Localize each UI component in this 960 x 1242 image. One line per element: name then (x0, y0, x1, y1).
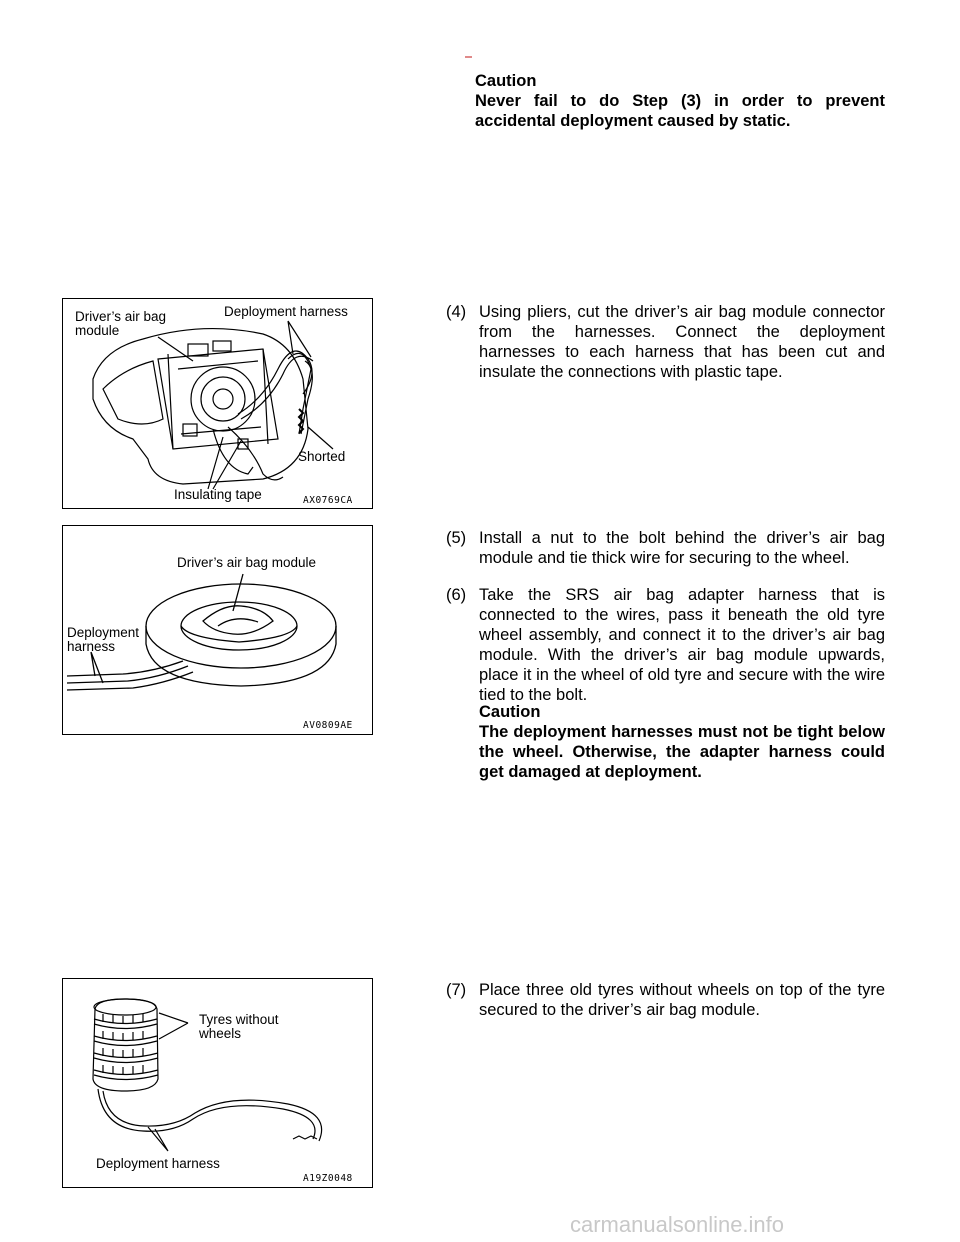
caution-title: Caution (479, 703, 541, 721)
label-drivers-airbag-module: Driver’s air bag module (75, 309, 167, 338)
step-number: (7) (446, 981, 467, 999)
label-drivers-airbag-module: Driver’s air bag module (177, 555, 317, 570)
step-7: (7) Place three old tyres without wheels… (446, 980, 885, 1020)
figure-airbag-module-harness: Driver’s air bag module Deployment harne… (62, 298, 373, 509)
tyre-illustration (66, 573, 337, 691)
figure-code: A19Z0048 (303, 1173, 353, 1184)
caution-block-1: Caution Never fail to do Step (3) in ord… (475, 71, 885, 131)
step-4: (4) Using pliers, cut the driver’s air b… (446, 302, 885, 382)
step-text: Using pliers, cut the driver’s air bag m… (479, 303, 885, 381)
step-text: Install a nut to the bolt behind the dri… (479, 529, 885, 567)
step-6: (6) Take the SRS air bag adapter harness… (446, 585, 885, 705)
figure-code: AX0769CA (303, 495, 353, 506)
caution-text: Never fail to do Step (3) in order to pr… (475, 92, 885, 130)
header-mark (465, 56, 472, 58)
caution-text: The deployment harnesses must not be tig… (479, 723, 885, 781)
airbag-module-illustration (92, 320, 334, 490)
label-tyres-without-wheels: Tyres without wheels (199, 1012, 279, 1041)
watermark-text[interactable]: carmanualsonline.info (570, 1212, 785, 1237)
label-deployment-harness: Deployment harness (96, 1156, 220, 1171)
step-5: (5) Install a nut to the bolt behind the… (446, 528, 885, 568)
caution-block-2: Caution The deployment harnesses must no… (479, 702, 885, 782)
label-shorted: Shorted (298, 449, 346, 464)
step-text: Place three old tyres without wheels on … (479, 981, 885, 1019)
step-number: (4) (446, 303, 467, 321)
step-number: (5) (446, 529, 467, 547)
figure-airbag-in-tyre: Driver’s air bag module Deployment harne… (62, 525, 373, 735)
caution-title: Caution (475, 72, 537, 90)
figure-code: AV0809AE (303, 720, 353, 731)
label-deployment-harness: Deployment harness (224, 304, 348, 319)
figure-stacked-tyres: Tyres without wheels Deployment harness … (62, 978, 373, 1188)
stacked-tyres-illustration (92, 998, 323, 1152)
label-insulating-tape: Insulating tape (174, 487, 262, 502)
step-text: Take the SRS air bag adapter harness tha… (479, 586, 885, 704)
step-number: (6) (446, 586, 467, 604)
label-deployment-harness: Deployment harness (67, 625, 140, 654)
